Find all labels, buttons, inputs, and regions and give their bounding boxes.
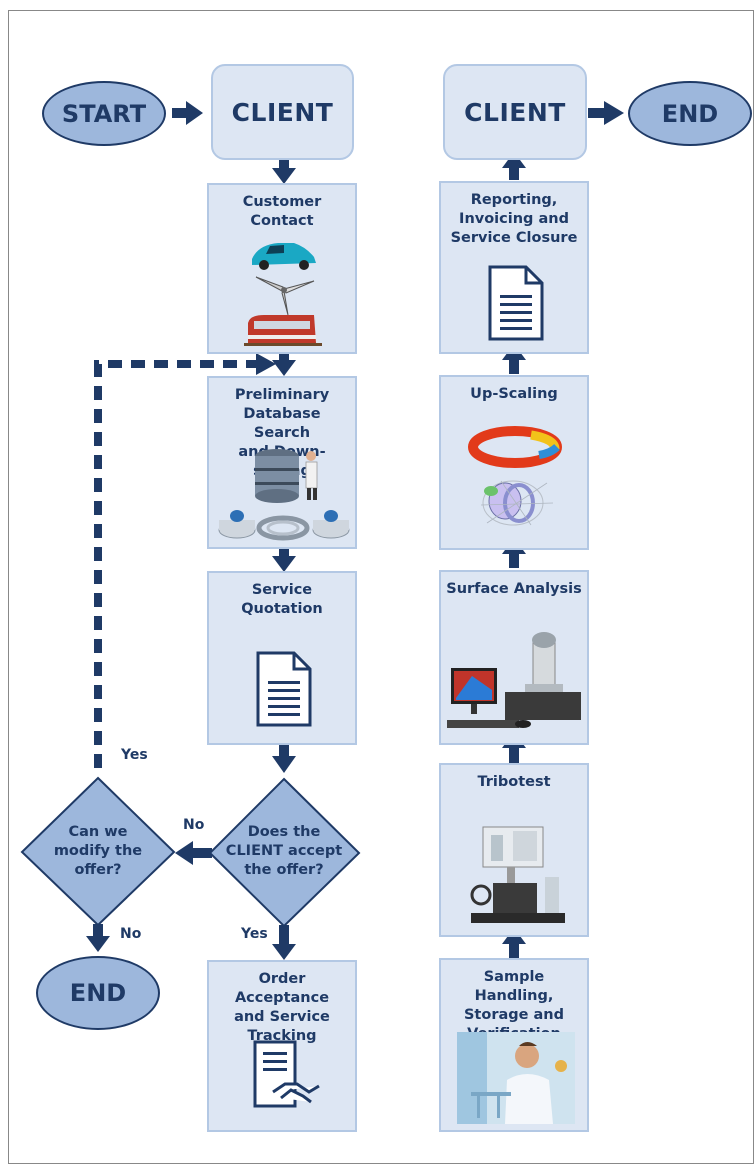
train-icon	[244, 315, 322, 346]
arrow-reporting-to-client	[502, 152, 526, 180]
document-icon	[256, 651, 312, 727]
customer-contact-icons	[244, 243, 322, 346]
lab-technician-photo	[457, 1032, 575, 1124]
test-sample-icons	[218, 510, 350, 539]
decision-accept	[208, 777, 361, 928]
upscaling-title: Up-Scaling	[470, 386, 558, 402]
start-terminal: START	[42, 81, 166, 146]
step-preliminary: Preliminary Database Search and Down-sca…	[207, 376, 357, 549]
end-label-top: END	[661, 99, 719, 128]
label-accept-yes: Yes	[241, 926, 268, 942]
step-order: Order Acceptance and Service Tracking	[207, 960, 357, 1132]
end-terminal-bottom: END	[36, 956, 160, 1030]
step-tribotest: Tribotest	[439, 763, 589, 937]
surface-title: Surface Analysis	[446, 581, 582, 597]
scientist-icon	[305, 451, 318, 500]
arrow-client-to-end	[588, 101, 624, 125]
end-terminal-top: END	[628, 81, 752, 146]
quotation-title: Service Quotation	[241, 582, 323, 617]
client-box-left: CLIENT	[211, 64, 354, 160]
step-quotation: Service Quotation	[207, 571, 357, 745]
client-label-right: CLIENT	[464, 97, 566, 127]
step-surface: Surface Analysis	[439, 570, 589, 745]
client-label-left: CLIENT	[231, 97, 334, 127]
thermal-ring-simulation-icon	[468, 426, 562, 468]
arrow-preliminary-to-quotation	[272, 549, 296, 572]
bearing-mesh-model-icon	[480, 480, 554, 526]
database-server-icon	[255, 449, 299, 503]
arrow-decision-to-order	[272, 925, 296, 960]
diagram-frame	[8, 10, 754, 1164]
decision-modify-text: Can we modify the offer?	[53, 824, 143, 878]
bearing-ring-icon	[256, 515, 310, 541]
step-upscaling: Up-Scaling	[439, 375, 589, 550]
start-label: START	[61, 99, 147, 128]
wind-turbine-icon	[255, 276, 315, 316]
decision-modify	[20, 776, 176, 927]
microscope-workstation-icon	[447, 632, 581, 728]
tribometer-machine-icon	[470, 826, 565, 923]
reporting-title: Reporting, Invoicing and Service Closure	[450, 192, 578, 246]
customer-contact-title: Customer Contact	[242, 194, 322, 229]
arrow-client-to-contact	[272, 160, 296, 184]
arrow-accept-no	[175, 841, 212, 865]
handshake-contract-icon	[253, 1040, 320, 1108]
decision-accept-text: Does the CLIENT accept the offer?	[225, 824, 343, 878]
upscaling-icons	[468, 426, 562, 526]
sample-title: Sample Handling, Storage and Verificatio…	[463, 969, 565, 1042]
label-modify-no: No	[120, 926, 142, 942]
step-customer-contact: Customer Contact	[207, 183, 357, 354]
client-box-right: CLIENT	[443, 64, 587, 160]
arrow-contact-to-preliminary	[272, 353, 296, 376]
document-icon	[488, 265, 544, 341]
order-title: Order Acceptance and Service Tracking	[234, 971, 330, 1044]
dashed-loop-modify-yes	[94, 353, 276, 768]
arrow-modify-no	[86, 924, 110, 952]
arrow-start-to-client	[172, 101, 203, 125]
arrow-quotation-to-decision	[272, 745, 296, 773]
step-sample: Sample Handling, Storage and Verificatio…	[439, 958, 589, 1132]
tribotest-title: Tribotest	[477, 774, 551, 790]
label-accept-no: No	[183, 817, 205, 833]
car-icon	[252, 243, 316, 270]
label-modify-yes: Yes	[121, 747, 148, 763]
preliminary-icons	[218, 449, 350, 541]
end-label-bottom: END	[69, 979, 127, 1007]
step-reporting: Reporting, Invoicing and Service Closure	[439, 181, 589, 354]
